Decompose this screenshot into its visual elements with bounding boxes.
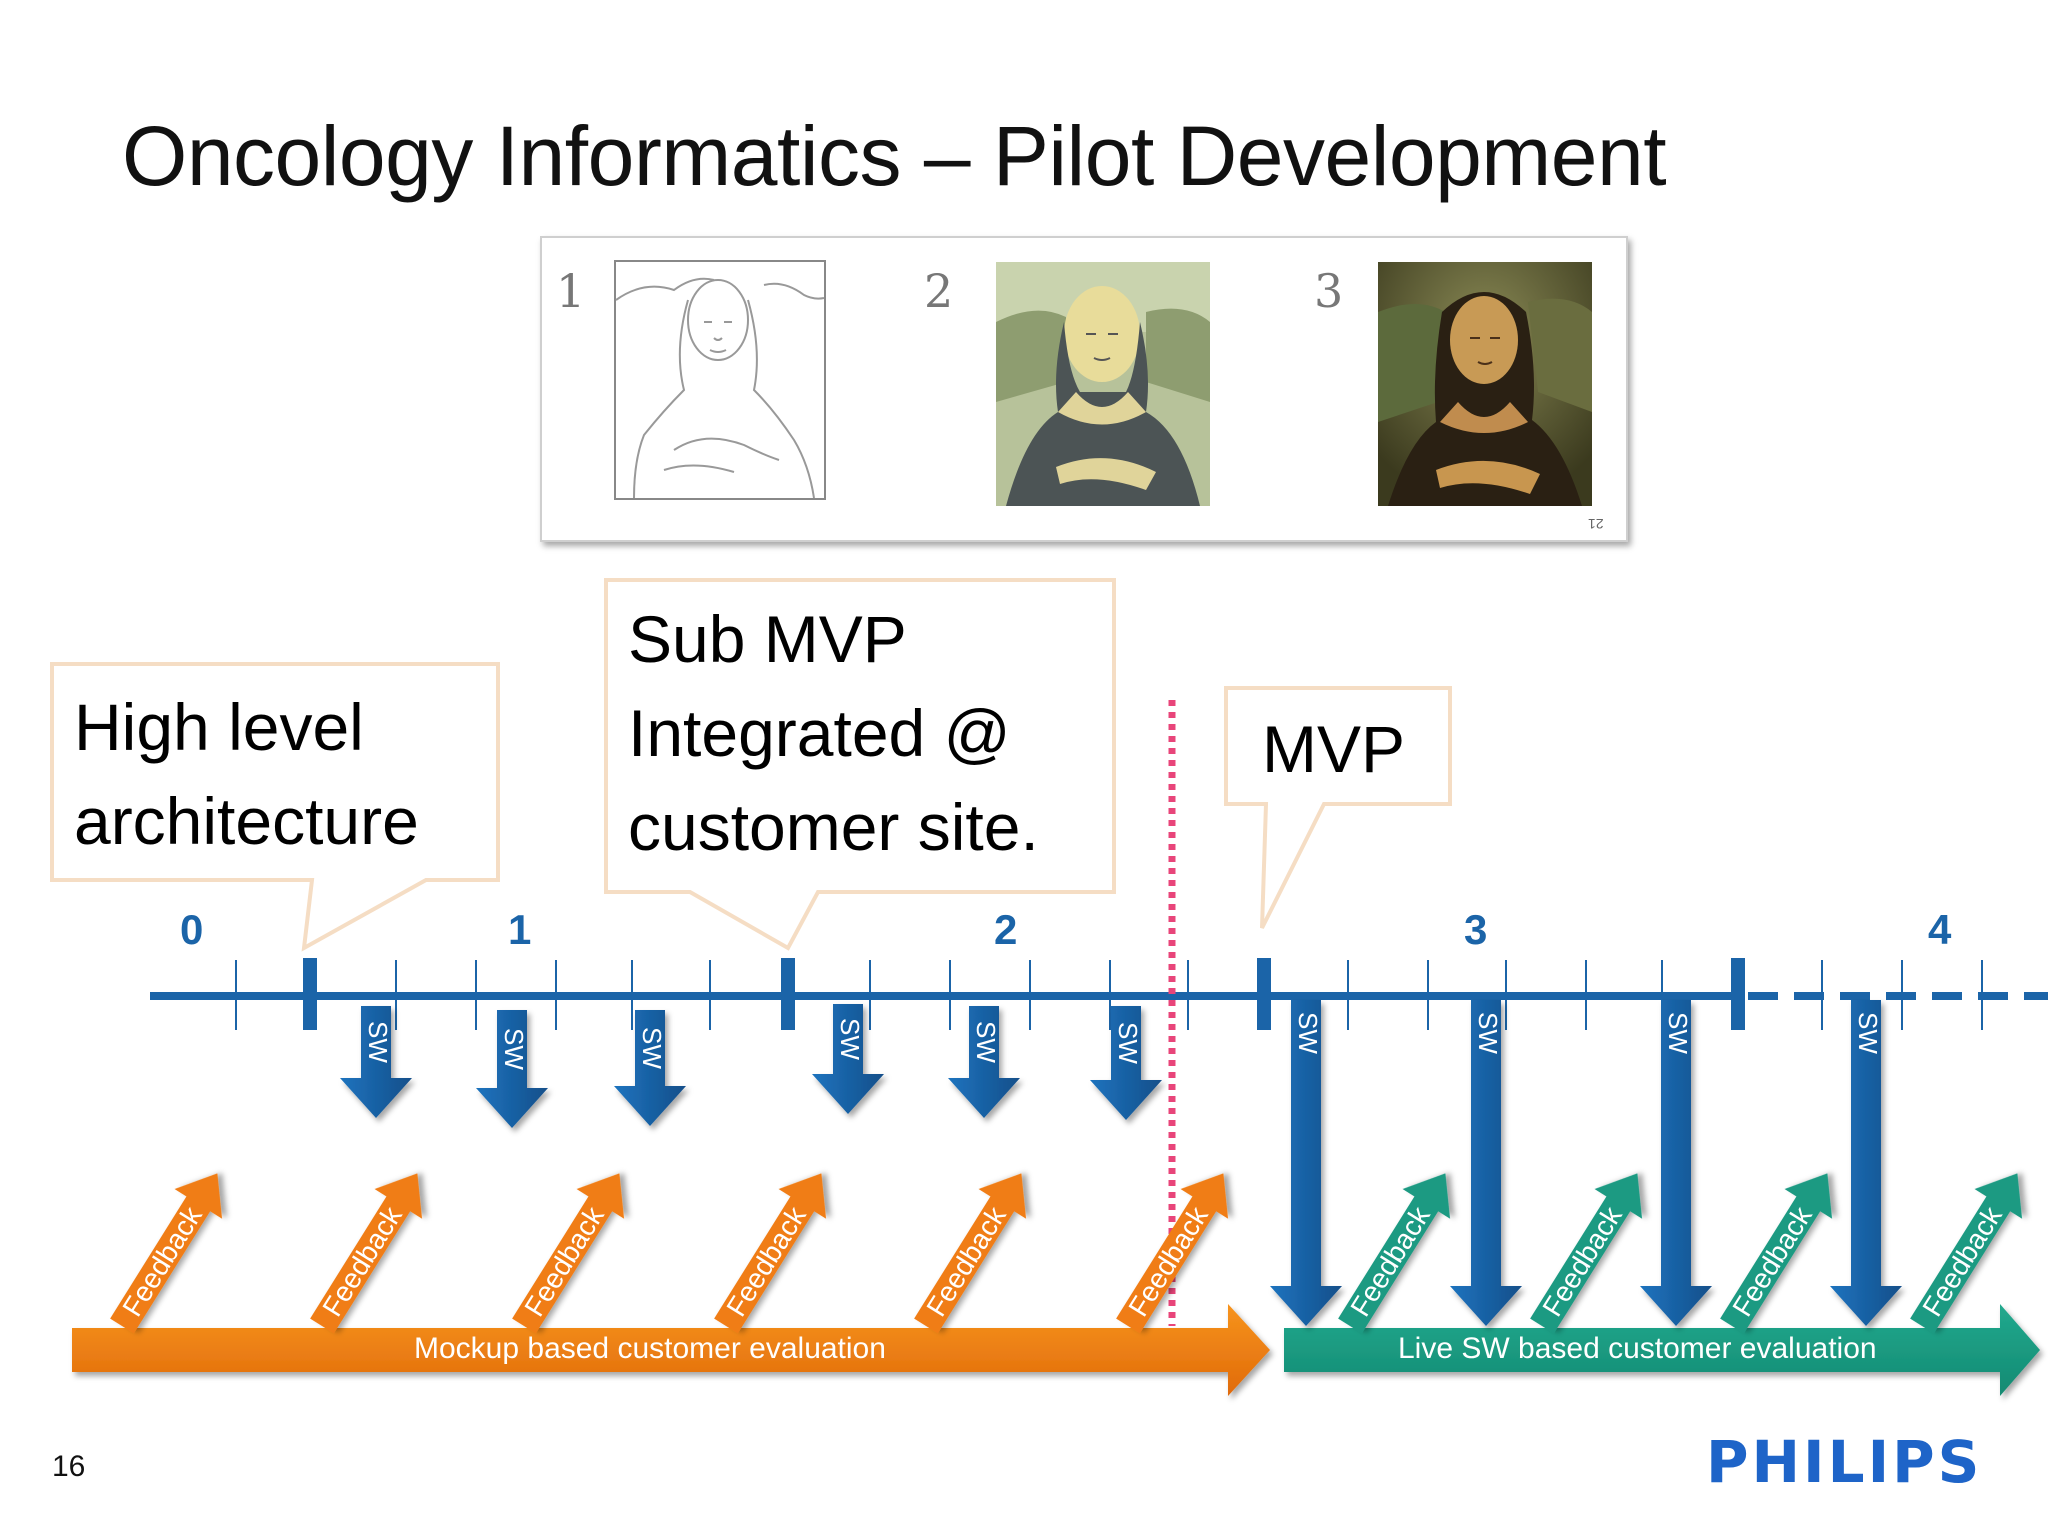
panel-number-3: 3 (1314, 264, 1344, 318)
callout-high-level-line1: High level (74, 690, 364, 764)
sw-arrow (812, 1004, 884, 1114)
sw-arrow (614, 1010, 686, 1126)
timeline-milestone-marker (1731, 958, 1745, 1030)
timeline-label-4: 4 (1928, 906, 1952, 953)
timeline-label-3: 3 (1464, 906, 1488, 953)
flat-color-panel (996, 262, 1210, 506)
timeline-label-1: 1 (508, 906, 532, 953)
feedback-arrow (1720, 1173, 1833, 1334)
sw-arrow (948, 1006, 1020, 1118)
philips-logo: PHILIPS (1706, 1428, 1983, 1496)
sw-arrow (340, 1006, 412, 1118)
feedback-arrow-label: Feedback (1122, 1200, 1214, 1322)
feedback-arrow (1530, 1173, 1643, 1334)
callout-mvp-line1: MVP (1262, 712, 1406, 786)
sw-arrow-label: SW (499, 1028, 529, 1070)
callout-high-level (50, 662, 500, 952)
timeline-milestone-marker (303, 958, 317, 1030)
panel-number-2: 2 (924, 264, 954, 318)
slide-number: 16 (52, 1450, 86, 1483)
sw-arrow-label: SW (363, 1021, 393, 1063)
sw-arrow-label: SW (835, 1018, 865, 1060)
painting-panel (1378, 262, 1592, 506)
timeline-label-2: 2 (994, 906, 1018, 953)
feedback-arrow-label: Feedback (1344, 1200, 1436, 1322)
sw-arrow (1450, 1000, 1522, 1326)
live-evaluation-label: Live SW based customer evaluation (1398, 1332, 1877, 1365)
panel-number-1: 1 (556, 264, 586, 318)
sw-arrow-label: SW (971, 1021, 1001, 1063)
feedback-arrow (1910, 1173, 2023, 1334)
sw-arrow (1640, 1000, 1712, 1326)
feedback-arrow (714, 1173, 827, 1334)
callout-sub-mvp-line1: Sub MVP (628, 602, 907, 676)
feedback-arrow-label: Feedback (316, 1200, 408, 1322)
timeline-ticks (235, 958, 1983, 1030)
callout-sub-mvp-text: Sub MVP Integrated @ customer site. (628, 592, 1039, 874)
sw-arrow (1830, 1000, 1902, 1326)
callout-high-level-text: High level architecture (74, 680, 419, 868)
callout-sub-mvp-line3: customer site. (628, 790, 1039, 864)
timeline-milestone-marker (1257, 958, 1271, 1030)
feedback-arrow-label: Feedback (920, 1200, 1012, 1322)
feedback-arrow-label: Feedback (518, 1200, 610, 1322)
sw-arrow (1090, 1006, 1162, 1120)
slide-title: Oncology Informatics – Pilot Development (122, 109, 1667, 203)
feedback-arrow-label: Feedback (1536, 1200, 1628, 1322)
sw-arrow-label: SW (1853, 1012, 1883, 1054)
feedback-arrow (110, 1173, 223, 1334)
live-evaluation-band (1284, 1304, 2040, 1396)
sw-arrow-label: SW (1663, 1012, 1693, 1054)
feedback-arrow (1116, 1173, 1229, 1334)
sw-arrow-label: SW (1293, 1012, 1323, 1054)
callout-sub-mvp-line2: Integrated @ (628, 696, 1011, 770)
feedback-arrow-label: Feedback (720, 1200, 812, 1322)
sketch-panel (614, 260, 826, 500)
sw-arrow-label: SW (637, 1027, 667, 1069)
sw-arrow-label: SW (1113, 1022, 1143, 1064)
feedback-arrow (914, 1173, 1027, 1334)
timeline-milestone-marker (781, 958, 795, 1030)
sw-arrow-label: SW (1473, 1012, 1503, 1054)
timeline-label-0: 0 (180, 906, 204, 953)
feedback-arrow (512, 1173, 625, 1334)
feedback-arrow (310, 1173, 423, 1334)
callout-sub-mvp (604, 578, 1116, 951)
mockup-evaluation-band (72, 1304, 1270, 1396)
mockup-evaluation-label: Mockup based customer evaluation (414, 1332, 886, 1365)
feedback-arrow-label: Feedback (1916, 1200, 2008, 1322)
sw-arrow (476, 1010, 548, 1128)
mona-lisa-progression-image: 1 2 3 (540, 236, 1628, 542)
callout-high-level-line2: architecture (74, 784, 419, 858)
feedback-arrow-label: Feedback (116, 1200, 208, 1322)
sw-arrow (1270, 1000, 1342, 1326)
feedback-arrow-label: Feedback (1726, 1200, 1818, 1322)
feedback-arrow (1338, 1173, 1451, 1334)
callout-mvp-text: MVP (1262, 702, 1405, 796)
callout-mvp (1224, 686, 1452, 929)
